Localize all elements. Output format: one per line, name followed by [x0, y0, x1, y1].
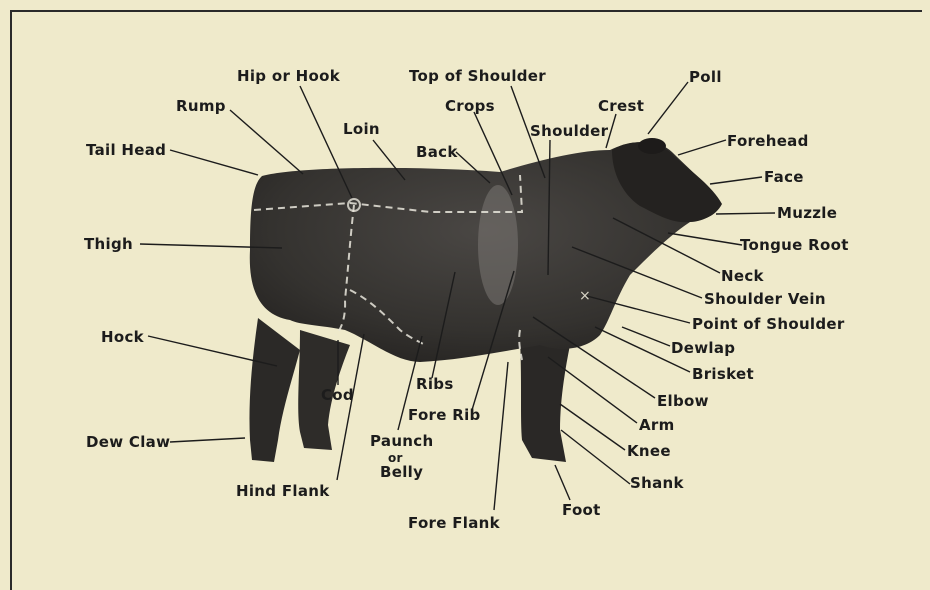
label-tongue-root: Tongue Root: [740, 236, 849, 254]
label-shoulder: Shoulder: [530, 122, 609, 140]
label-ribs: Ribs: [416, 375, 454, 393]
label-tail-head: Tail Head: [86, 141, 166, 159]
label-arm: Arm: [639, 416, 675, 434]
label-hock: Hock: [101, 328, 145, 346]
label-loin: Loin: [343, 120, 380, 138]
label-top-of-shoulder: Top of Shoulder: [409, 67, 546, 85]
label-crest: Crest: [598, 97, 644, 115]
label-shank: Shank: [630, 474, 684, 492]
label-belly: Belly: [380, 463, 423, 481]
label-elbow: Elbow: [657, 392, 709, 410]
label-foot: Foot: [562, 501, 601, 519]
label-muzzle: Muzzle: [777, 204, 837, 222]
label-brisket: Brisket: [692, 365, 754, 383]
cow-silhouette: ×: [249, 138, 722, 462]
label-point-of-shoulder: Point of Shoulder: [692, 315, 845, 333]
label-dew-claw: Dew Claw: [86, 433, 170, 451]
label-dewlap: Dewlap: [671, 339, 735, 357]
label-cod: Cod: [321, 386, 354, 404]
label-shoulder-vein: Shoulder Vein: [704, 290, 826, 308]
label-poll: Poll: [689, 68, 722, 86]
label-knee: Knee: [627, 442, 671, 460]
label-back: Back: [416, 143, 458, 161]
label-paunch: Paunch: [370, 432, 433, 450]
label-crops: Crops: [445, 97, 495, 115]
label-fore-flank: Fore Flank: [408, 514, 501, 532]
label-neck: Neck: [721, 267, 765, 285]
label-forehead: Forehead: [727, 132, 809, 150]
label-rump: Rump: [176, 97, 226, 115]
label-fore-rib: Fore Rib: [408, 406, 481, 424]
label-thigh: Thigh: [84, 235, 133, 253]
label-hind-flank: Hind Flank: [236, 482, 330, 500]
label-face: Face: [764, 168, 804, 186]
label-hip-or-hook: Hip or Hook: [237, 67, 341, 85]
